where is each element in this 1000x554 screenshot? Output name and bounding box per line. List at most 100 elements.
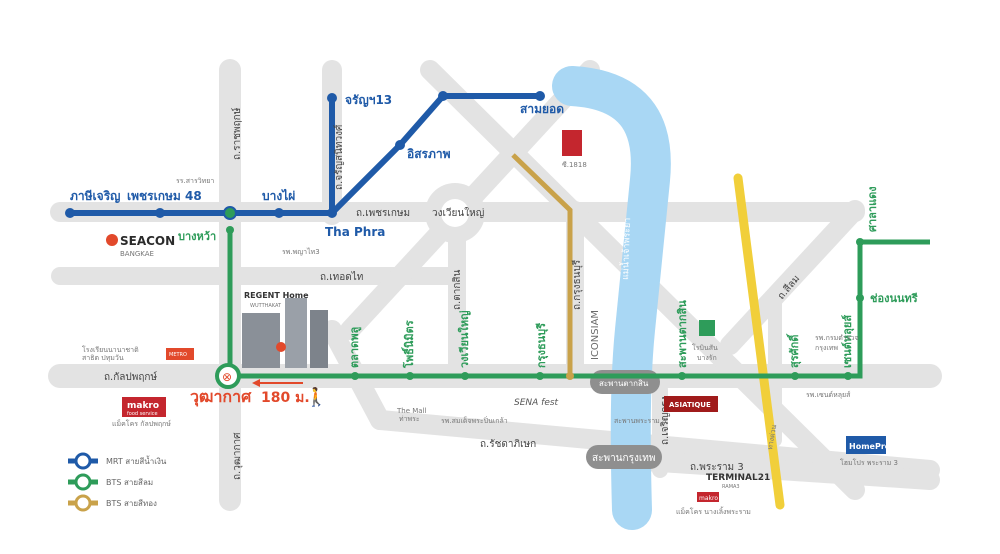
legend-mrt-label: MRT สายสีน้ำเงิน [106,455,167,466]
bts-station-marker[interactable] [226,226,234,234]
makro-rama3-caption: แม็คโคร นางเลิ้งพระราม [676,505,751,516]
road-label-rama3: ถ.พระราม 3 [690,462,744,473]
mrt-icon [74,452,92,470]
school-mukdahan: โรงเรียนนานาชาติ [82,345,139,354]
the-mall-thapra-2: ท่าพระ [399,415,420,423]
regent-home-building: REGENT Home WUTTHAKAT [242,291,328,368]
label-krung-thon-buri: กรุงธนบุรี [535,323,549,368]
label-itsaraphap: อิสรภาพ [407,147,451,161]
mrt-station-marker[interactable] [535,91,545,101]
regent-tower-1 [242,313,280,368]
lhong1919-icon [562,130,582,156]
mrt-station-marker[interactable] [438,91,448,101]
label-phasi-charoen: ภาษีเจริญ [70,189,120,203]
regent-tower-2 [285,298,307,368]
road-network [48,59,942,511]
bts-gold-line [511,153,573,376]
bts-station-marker[interactable] [536,372,544,380]
legend-bts-label: BTS สายสีลม [106,478,153,487]
road-label-ratchada: ถ.รัชดาภิเษก [480,439,536,450]
road-label-therdthai: ถ.เทอดไท [320,271,363,283]
asiatique: ASIATIQUE [669,401,711,409]
hospital-samitivej: รพ.สมเด็จพระปิ่นเกล้า [441,416,508,425]
road-label-rama3-bridge: สะพานพระราม 3 [614,417,666,425]
regent-sub: WUTTHAKAT [250,303,282,309]
road-label-wongwian-yai: วงเวียนใหญ่ [432,207,484,219]
mrt-stations [65,91,545,218]
label-saint-louis: เซนต์หลุยส์ [841,315,855,368]
interchange-bangwa[interactable] [223,206,237,220]
river-label: แม่น้ำเจ้าพระยา [618,217,633,280]
label-pho-nimit: โพธิ์นิมิตร [401,320,416,369]
wutthakat-glyph: ⊗ [222,370,232,384]
label-phetkasem48: เพชรเกษม 48 [127,189,202,203]
label-bang-wa: บางหว้า [178,230,216,243]
robinson-icon [699,320,715,336]
mrt-station-marker[interactable] [65,208,75,218]
school-bangwa: รร.สารวิทยา [176,177,214,185]
taksin-bridge-label: สะพานตากสิน [599,379,649,388]
walk-distance: 180 ม. [261,390,310,406]
mrt-station-marker[interactable] [327,93,337,103]
bts-station-marker[interactable] [461,372,469,380]
makro-caption: แม็คโคร กัลปพฤกษ์ [112,419,171,428]
krungthep-bridge-label: สะพานกรุงเทพ [592,453,655,464]
bts-stations [226,226,864,380]
regent-tower-3 [310,310,328,368]
label-wutthakat: วุฒากาศ [190,387,252,407]
terminal21-logo: TERMINAL21 RAMA3 makro แม็คโคร นางเลิ้งพ… [676,473,770,516]
walk-arrow-head [252,379,260,387]
seacon-name: SEACON [120,234,175,248]
mrt-station-marker[interactable] [155,208,165,218]
road-label-phetkasem: ถ.เพชรเกษม [356,208,410,219]
seacon-mark [106,234,118,246]
bts-icon [74,473,92,491]
mrt-station-marker[interactable] [395,140,405,150]
bts-gold-marker[interactable] [566,372,574,380]
road-label-charan: ถ.จรัญสนิทวงศ์ [333,124,345,190]
bts-gold-icon [74,494,92,512]
bts-station-marker[interactable] [406,372,414,380]
label-surasak: สุรศักดิ์ [786,333,802,368]
makro-logo: makro food service แม็คโคร กัลปพฤกษ์ [112,397,171,428]
sena-fest: SENA fest [514,398,559,408]
road-label-taksin: ถ.ตากสิน [452,269,463,310]
label-charan13: จรัญฯ13 [345,93,392,107]
road-label-kanlapaphruek: ถ.กัลปพฤกษ์ [104,371,157,383]
bts-station-marker[interactable] [856,238,864,246]
label-tha-phra: Tha Phra [325,225,385,239]
mrt-station-marker[interactable] [327,208,337,218]
bts-station-marker[interactable] [351,372,359,380]
metro-town-badge [166,348,194,360]
makro-rama3: makro [699,495,718,502]
asiatique-badge [664,396,718,412]
road-label-wutthakat: ถ.วุฒากาศ [232,432,243,480]
robinson-name: โรบินสัน [692,343,718,352]
krungthep-bridge [586,445,662,469]
bts-station-marker[interactable] [844,372,852,380]
homepro-badge [846,436,886,454]
legend: MRT สายสีน้ำเงิน BTS สายสีลม BTS สายสีทอ… [68,452,167,512]
bts-station-marker[interactable] [856,294,864,302]
bts-station-marker[interactable] [791,372,799,380]
bts-station-marker[interactable] [678,372,686,380]
bts-silom-line [227,230,930,379]
road-label-krungthonburi: ถ.กรุงธนบุรี [571,259,583,310]
lhong1919: ซี.1818 [562,161,587,169]
iconsiam: ICONSIAM [590,310,601,360]
robinson-sub: บางรัก [697,354,717,362]
road-silom [720,200,865,355]
homepro-name: HomePro [849,442,891,451]
seacon-logo: SEACON BANGKAE [106,234,175,258]
label-sam-yot: สามยอด [520,102,564,116]
wutthakat-station-icon[interactable] [215,363,241,389]
mrt-station-marker[interactable] [274,208,284,218]
school-mukdahan-2: สาธิต ปทุมวัน [82,354,124,362]
hospital-phyathai: รพ.พญาไท3 [282,247,320,256]
wongwian-yai-inner [441,199,469,227]
label-bang-phai: บางไผ่ [262,188,295,203]
chao-phraya-river [552,66,671,530]
terminal21-sub: RAMA3 [722,484,740,490]
regent-pin-icon [276,342,286,352]
